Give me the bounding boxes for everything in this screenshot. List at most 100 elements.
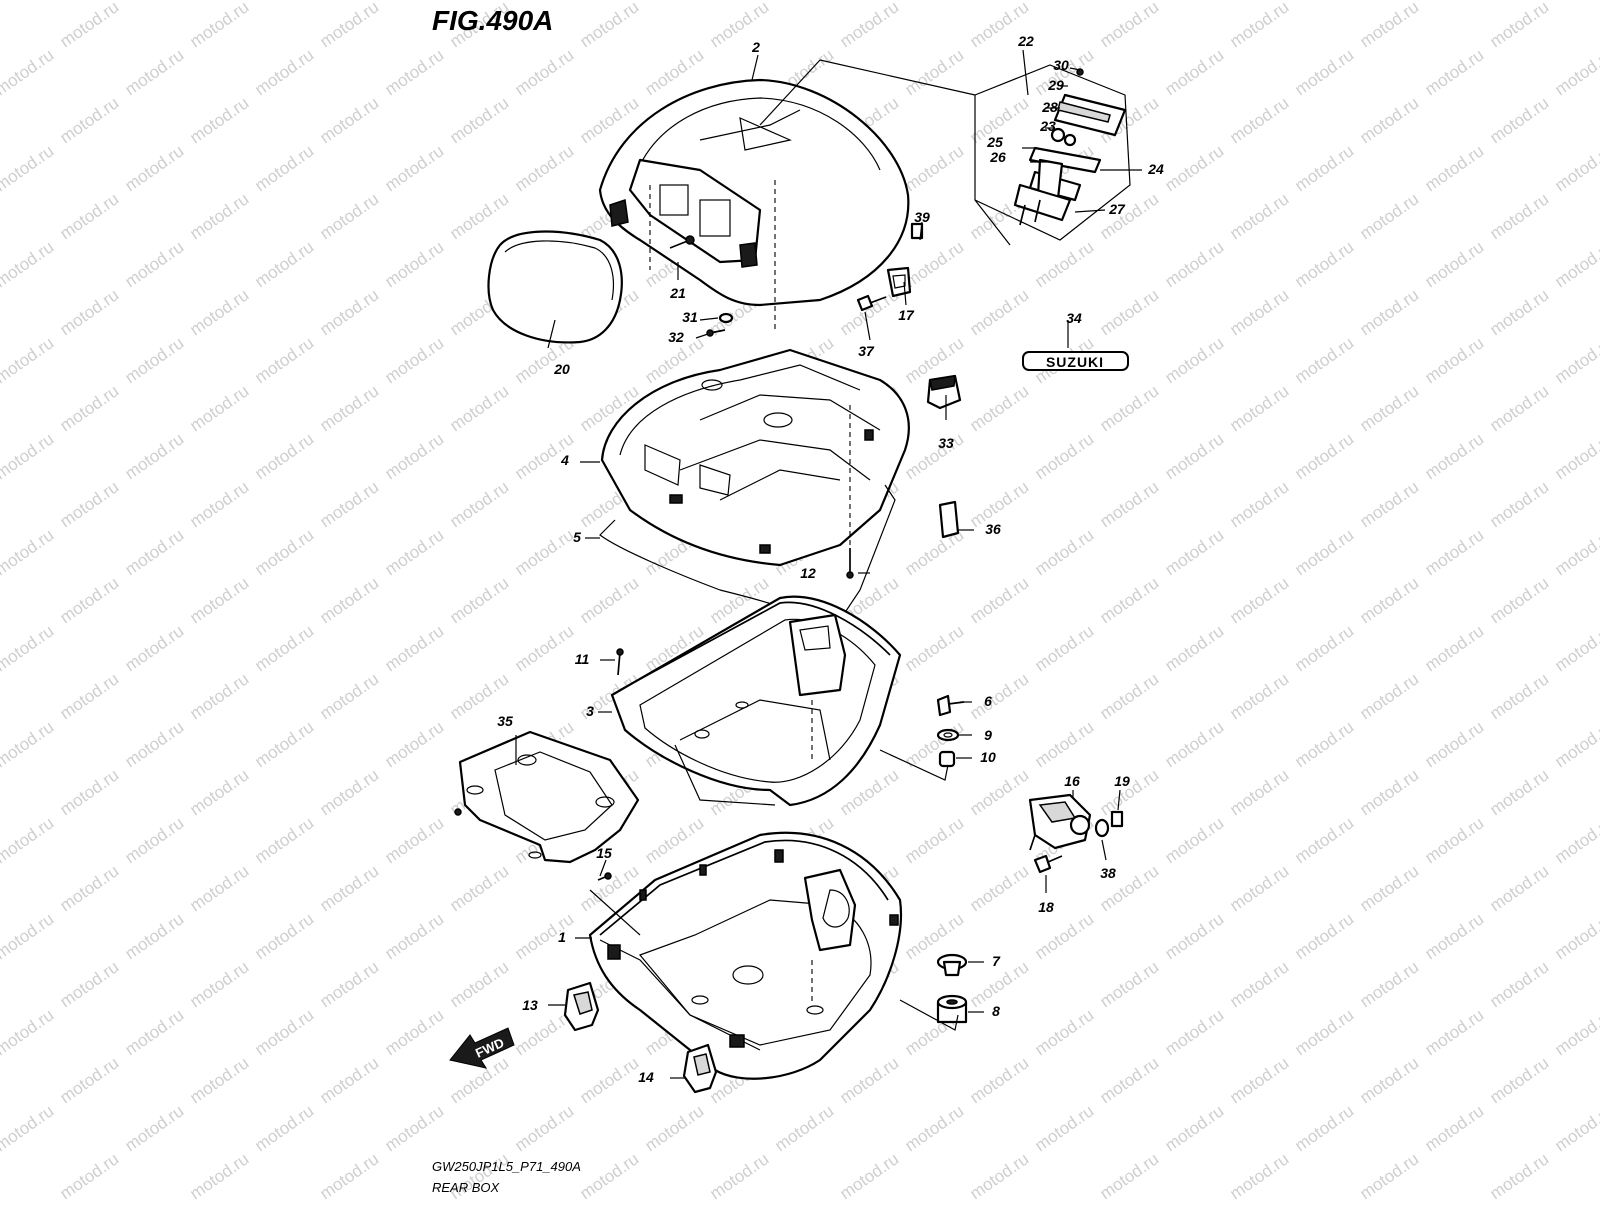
- watermark-text: motod.ru: [1161, 45, 1227, 99]
- watermark-text: motod.ru: [1291, 621, 1357, 675]
- watermark-text: motod.ru: [641, 1101, 707, 1155]
- watermark-text: motod.ru: [576, 573, 642, 627]
- watermark-text: motod.ru: [1161, 0, 1227, 3]
- watermark-text: motod.ru: [251, 813, 317, 867]
- watermark-text: motod.ru: [446, 93, 512, 147]
- watermark-text: motod.ru: [901, 237, 967, 291]
- latch-14-icon: [682, 1043, 718, 1094]
- bolt-18-icon: [1033, 854, 1063, 874]
- watermark-text: motod.ru: [1421, 0, 1487, 3]
- watermark-text: motod.ru: [186, 1053, 252, 1107]
- watermark-text: motod.ru: [1421, 45, 1487, 99]
- watermark-text: motod.ru: [121, 333, 187, 387]
- watermark-text: motod.ru: [446, 381, 512, 435]
- watermark-text: motod.ru: [1226, 765, 1292, 819]
- watermark-text: motod.ru: [316, 861, 382, 915]
- callout-20: 20: [553, 361, 570, 377]
- callout-23: 23: [1039, 118, 1056, 134]
- watermark-text: motod.ru: [316, 669, 382, 723]
- watermark-text: motod.ru: [0, 717, 57, 771]
- watermark-text: motod.ru: [1031, 429, 1097, 483]
- watermark-text: motod.ru: [1486, 381, 1552, 435]
- callout-labels: 1234567891011121314151617181920212223242…: [497, 33, 1164, 1085]
- watermark-text: motod.ru: [1096, 0, 1162, 51]
- callout-25: 25: [986, 134, 1003, 150]
- watermark-text: motod.ru: [381, 141, 447, 195]
- callout-29: 29: [1047, 77, 1064, 93]
- callout-24: 24: [1147, 161, 1164, 177]
- watermark-text: motod.ru: [56, 189, 122, 243]
- callout-37: 37: [858, 343, 875, 359]
- watermark-text: motod.ru: [1226, 1149, 1292, 1200]
- watermark-text: motod.ru: [1096, 381, 1162, 435]
- watermark-text: motod.ru: [511, 0, 577, 3]
- watermark-text: motod.ru: [771, 1101, 837, 1155]
- watermark-text: motod.ru: [641, 813, 707, 867]
- callout-21: 21: [669, 285, 686, 301]
- watermark-text: motod.ru: [186, 477, 252, 531]
- watermark-text: motod.ru: [1486, 189, 1552, 243]
- watermark-text: motod.ru: [316, 93, 382, 147]
- watermark-text: motod.ru: [121, 525, 187, 579]
- watermark-text: motod.ru: [1356, 573, 1422, 627]
- watermark-text: motod.ru: [316, 285, 382, 339]
- inner-lid-icon: [600, 348, 910, 567]
- watermark-text: motod.ru: [1291, 429, 1357, 483]
- watermark-text: motod.ru: [1356, 957, 1422, 1011]
- watermark-text: motod.ru: [966, 573, 1032, 627]
- washer-38-icon: [1094, 818, 1110, 838]
- watermark-text: motod.ru: [121, 717, 187, 771]
- watermark-text: motod.ru: [1551, 1101, 1600, 1155]
- watermark-text: motod.ru: [1161, 1101, 1227, 1155]
- watermark-text: motod.ru: [1226, 93, 1292, 147]
- watermark-text: motod.ru: [1421, 237, 1487, 291]
- watermark-text: motod.ru: [381, 237, 447, 291]
- watermark-text: motod.ru: [316, 765, 382, 819]
- watermark-text: motod.ru: [186, 0, 252, 51]
- watermark-text: motod.ru: [1161, 813, 1227, 867]
- watermark-text: motod.ru: [381, 45, 447, 99]
- watermark-text: motod.ru: [381, 621, 447, 675]
- watermark-text: motod.ru: [1226, 669, 1292, 723]
- watermark-text: motod.ru: [966, 765, 1032, 819]
- watermark-text: motod.ru: [1551, 1005, 1600, 1059]
- watermark-text: motod.ru: [251, 429, 317, 483]
- watermark-text: motod.ru: [121, 1005, 187, 1059]
- suzuki-emblem: SUZUKI: [1022, 351, 1129, 371]
- screw-15-icon: [589, 872, 641, 936]
- watermark-text: motod.ru: [316, 0, 382, 51]
- watermark-text: motod.ru: [56, 669, 122, 723]
- watermark-text: motod.ru: [381, 813, 447, 867]
- watermark-text: motod.ru: [121, 813, 187, 867]
- watermark-text: motod.ru: [1421, 429, 1487, 483]
- callout-36: 36: [985, 521, 1001, 537]
- watermark-text: motod.ru: [186, 93, 252, 147]
- watermark-text: motod.ru: [1486, 573, 1552, 627]
- watermark-text: motod.ru: [446, 477, 512, 531]
- watermark-text: motod.ru: [446, 189, 512, 243]
- bracket-17-icon: [886, 266, 912, 298]
- cap-7-icon: [936, 953, 968, 977]
- watermark-text: motod.ru: [771, 0, 837, 3]
- watermark-text: motod.ru: [1551, 141, 1600, 195]
- watermark-text: motod.ru: [1161, 333, 1227, 387]
- watermark-text: motod.ru: [1486, 957, 1552, 1011]
- watermark-text: motod.ru: [316, 477, 382, 531]
- watermark-text: motod.ru: [121, 909, 187, 963]
- watermark-text: motod.ru: [1291, 141, 1357, 195]
- watermark-text: motod.ru: [56, 1149, 122, 1200]
- watermark-text: motod.ru: [186, 1149, 252, 1200]
- watermark-text: motod.ru: [0, 525, 57, 579]
- leader-lines: [515, 49, 1142, 1079]
- plate-icon: [454, 730, 640, 864]
- callout-38: 38: [1100, 865, 1116, 881]
- callout-35: 35: [497, 713, 513, 729]
- watermark-text: motod.ru: [511, 525, 577, 579]
- watermark-text: motod.ru: [251, 237, 317, 291]
- watermark-text: motod.ru: [511, 909, 577, 963]
- watermark-text: motod.ru: [0, 0, 57, 3]
- watermark-text: motod.ru: [1356, 1149, 1422, 1200]
- watermark-text: motod.ru: [56, 0, 122, 51]
